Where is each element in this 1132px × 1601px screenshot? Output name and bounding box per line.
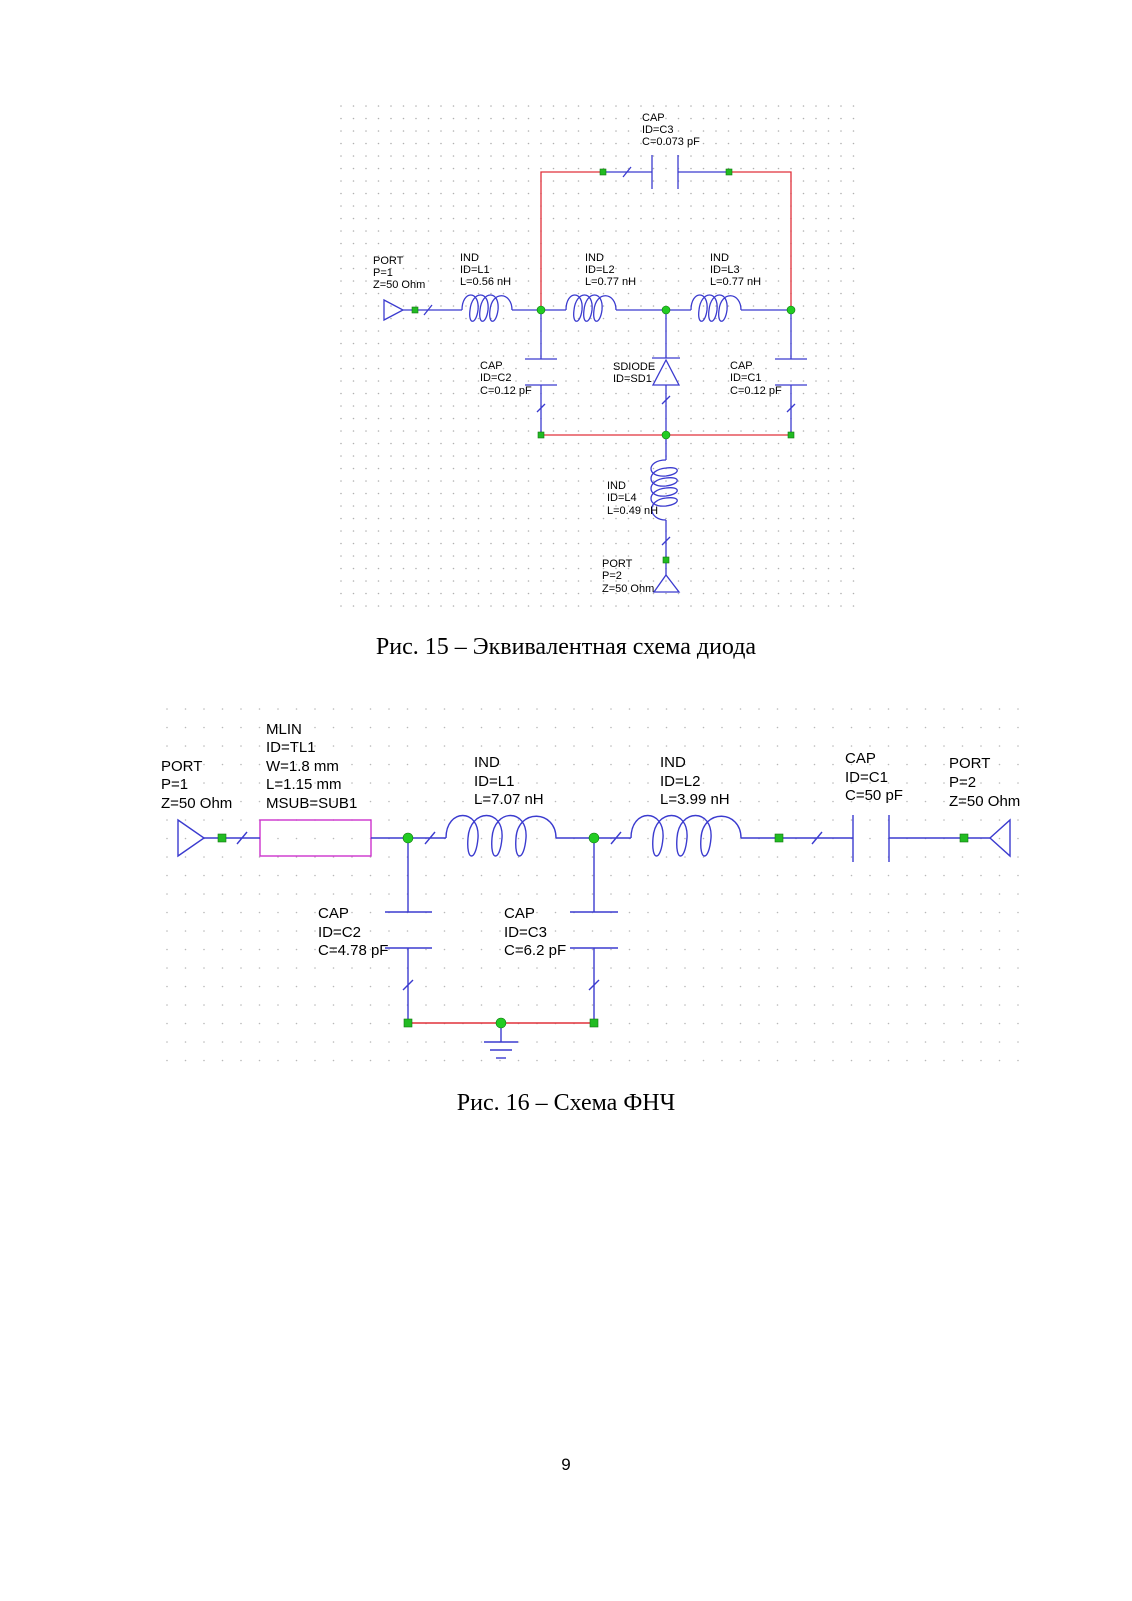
c2-id-label: ID=C2 xyxy=(318,924,361,941)
port2-symbol xyxy=(988,818,1011,858)
tl1-msub-label: MSUB=SUB1 xyxy=(266,795,357,812)
tl1-id-label: ID=TL1 xyxy=(266,739,316,756)
port1-type-label: PORT xyxy=(373,255,404,267)
c3-type-label: CAP xyxy=(642,112,665,124)
l1-value-label: L=0.56 nH xyxy=(460,276,511,288)
c1-type-label: CAP xyxy=(845,750,876,767)
inductor-l2-symbol xyxy=(630,814,742,857)
c2-value-label: C=0.12 pF xyxy=(480,385,532,397)
tl1-l-label: L=1.15 mm xyxy=(266,776,341,793)
figure-16-caption: Рис. 16 – Схема ФНЧ xyxy=(456,1090,676,1116)
c3-id-label: ID=C3 xyxy=(504,924,547,941)
c3-type-label: CAP xyxy=(504,905,535,922)
l4-id-label: ID=L4 xyxy=(607,492,637,504)
inductor-l1-symbol xyxy=(445,814,557,857)
inductor-l1-symbol xyxy=(461,294,513,322)
tl1-w-label: W=1.8 mm xyxy=(266,758,339,775)
l2-id-label: ID=L2 xyxy=(585,264,615,276)
sd1-type-label: SDIODE xyxy=(613,361,655,373)
port1-p-label: P=1 xyxy=(373,267,393,279)
terminals xyxy=(411,168,795,564)
port2-type-label: PORT xyxy=(602,558,633,570)
port1-symbol xyxy=(177,818,206,858)
port1-z-label: Z=50 Ohm xyxy=(373,279,425,291)
port1-symbol xyxy=(383,298,405,322)
c2-id-label: ID=C2 xyxy=(480,372,512,384)
port1-z-label: Z=50 Ohm xyxy=(161,795,232,812)
l3-type-label: IND xyxy=(710,252,729,264)
c1-value-label: C=0.12 pF xyxy=(730,385,782,397)
sd1-id-label: ID=SD1 xyxy=(613,373,652,385)
c3-value-label: C=6.2 pF xyxy=(504,942,566,959)
l1-id-label: ID=L1 xyxy=(474,773,514,790)
l1-value-label: L=7.07 nH xyxy=(474,791,544,808)
c1-id-label: ID=C1 xyxy=(730,372,762,384)
port2-p-label: P=2 xyxy=(949,774,976,791)
c3-value-label: C=0.073 pF xyxy=(642,136,700,148)
port2-p-label: P=2 xyxy=(602,570,622,582)
terminals xyxy=(217,833,969,1028)
l1-type-label: IND xyxy=(474,754,500,771)
port2-symbol xyxy=(652,573,681,593)
l4-value-label: L=0.49 nH xyxy=(607,505,658,517)
c1-type-label: CAP xyxy=(730,360,753,372)
port2-z-label: Z=50 Ohm xyxy=(949,793,1020,810)
l2-type-label: IND xyxy=(585,252,604,264)
port2-z-label: Z=50 Ohm xyxy=(602,583,654,595)
inductor-l2-symbol xyxy=(565,294,617,322)
schematic-grid xyxy=(335,100,860,615)
l2-type-label: IND xyxy=(660,754,686,771)
figure-15-caption: Рис. 15 – Эквивалентная схема диода xyxy=(375,634,757,660)
l3-id-label: ID=L3 xyxy=(710,264,740,276)
port2-type-label: PORT xyxy=(949,755,990,772)
schematic-grid xyxy=(158,700,1028,1070)
page-number: 9 xyxy=(561,1455,571,1474)
tl1-type-label: MLIN xyxy=(266,721,302,738)
circuit-wires xyxy=(204,815,990,1059)
diode-equivalent-circuit: CAP ID=C3 C=0.073 pF PORT P=1 Z=50 Ohm I… xyxy=(335,100,860,615)
schottky-diode-symbol xyxy=(651,357,681,386)
l1-type-label: IND xyxy=(460,252,479,264)
c2-type-label: CAP xyxy=(318,905,349,922)
c3-id-label: ID=C3 xyxy=(642,124,674,136)
l1-id-label: ID=L1 xyxy=(460,264,490,276)
l4-type-label: IND xyxy=(607,480,626,492)
c2-type-label: CAP xyxy=(480,360,503,372)
junction-nodes xyxy=(402,832,600,1029)
junction-nodes xyxy=(536,305,796,440)
c1-id-label: ID=C1 xyxy=(845,769,888,786)
port1-type-label: PORT xyxy=(161,758,202,775)
port1-p-label: P=1 xyxy=(161,776,188,793)
l2-value-label: L=0.77 nH xyxy=(585,276,636,288)
inductor-l3-symbol xyxy=(690,294,742,322)
c2-value-label: C=4.78 pF xyxy=(318,942,388,959)
lowpass-filter-circuit: PORT P=1 Z=50 Ohm MLIN ID=TL1 W=1.8 mm L… xyxy=(158,700,1028,1070)
inductor-l4-symbol xyxy=(650,459,678,521)
l2-id-label: ID=L2 xyxy=(660,773,700,790)
l2-value-label: L=3.99 nH xyxy=(660,791,730,808)
c1-value-label: C=50 pF xyxy=(845,787,903,804)
l3-value-label: L=0.77 nH xyxy=(710,276,761,288)
